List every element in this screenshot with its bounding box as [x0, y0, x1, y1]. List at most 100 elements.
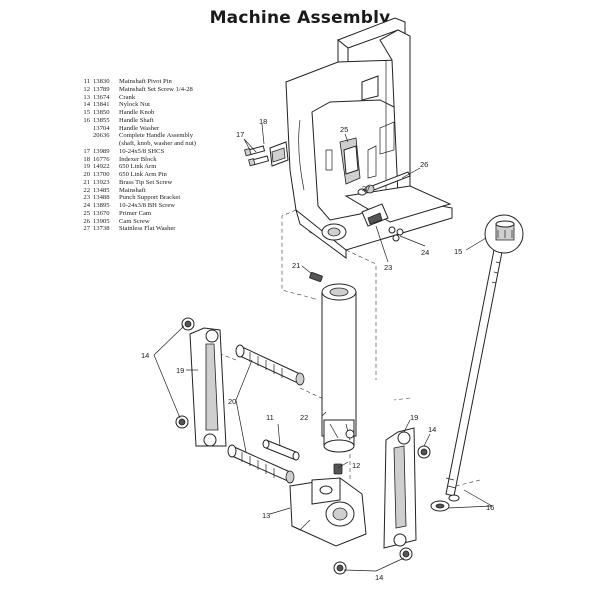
part-number-index: 25 [83, 209, 90, 217]
part-description: Handle Knob [119, 109, 155, 116]
part-number-index: 21 [83, 178, 90, 186]
part-catalog-number: 14922 [93, 163, 110, 171]
part-catalog-number: 13830 [93, 78, 110, 85]
part-description: Mainshaft [119, 186, 146, 194]
part-catalog-number: 13923 [93, 178, 110, 186]
callout-27: 27 [362, 184, 370, 193]
callout-16: 16 [486, 503, 494, 512]
part-number-index: 16 [83, 116, 90, 124]
part-description: Stainless Flat Washer [119, 225, 176, 233]
part-number-index: 27 [83, 225, 90, 233]
part-number-index: 22 [83, 186, 90, 194]
mainshaft-pivot-pin [262, 439, 300, 461]
callout-26: 26 [420, 160, 428, 169]
mainshaft [321, 283, 357, 453]
stainless-flat-washer [357, 188, 367, 196]
mainshaft-set-screw [333, 463, 343, 475]
handle-washer [430, 494, 460, 512]
part-number-index: 23 [83, 194, 90, 202]
leader-lines [153, 123, 493, 572]
parts-list-row: (shaft, knob, washer and nut) [78, 140, 219, 148]
part-catalog-number: 13855 [93, 116, 110, 124]
primer-cam [339, 137, 361, 185]
part-catalog-number: 13738 [93, 225, 110, 233]
link-arm-pin-upper [235, 344, 305, 386]
callout-23: 23 [384, 263, 392, 272]
punch-support-bracket [361, 203, 389, 227]
part-description: Crank [119, 93, 136, 101]
part-catalog-number: 13670 [93, 209, 110, 217]
part-number-index: 19 [83, 163, 90, 171]
part-catalog-number: 13485 [93, 186, 110, 194]
part-catalog-number: 13989 [93, 147, 110, 155]
part-number-index: 20 [83, 171, 90, 178]
crank [289, 477, 367, 547]
link-arm-left [189, 327, 227, 447]
callout-20: 20 [228, 397, 236, 406]
part-description: 10-24x5/8 SHCS [119, 147, 165, 155]
diagram-title: Machine Assembly [209, 8, 391, 28]
part-catalog-number: 13704 [93, 124, 110, 132]
part-number-index: 13 [83, 93, 90, 101]
callout-14-right: 14 [428, 425, 436, 434]
part-description: Mainshaft Pivot Pin [119, 78, 172, 85]
callout-19-left: 19 [176, 366, 184, 375]
part-description: Brass Tip Set Screw [119, 178, 173, 186]
part-catalog-number: 13674 [93, 93, 110, 101]
callout-18: 18 [259, 117, 267, 126]
indexer-block [269, 141, 289, 167]
part-catalog-number: 13700 [93, 171, 110, 178]
callout-14-left: 14 [141, 351, 149, 360]
part-description: Complete Handle Assembly [119, 132, 193, 140]
handle-shaft [445, 249, 503, 497]
callout-25: 25 [340, 125, 348, 134]
shcs-screws [244, 145, 270, 167]
callout-11: 11 [266, 413, 274, 422]
callout-15: 15 [454, 247, 462, 256]
callout-13: 13 [262, 511, 270, 520]
cam-screw [365, 171, 411, 194]
part-catalog-number: 13841 [93, 101, 110, 109]
part-catalog-number: 13850 [93, 109, 110, 116]
link-arm-right [383, 427, 417, 549]
brass-tip-set-screw [309, 272, 323, 282]
callout-22: 22 [300, 413, 308, 422]
part-description: Punch Support Bracket [119, 194, 181, 202]
callout-12: 12 [352, 461, 360, 470]
part-number-index: 26 [83, 217, 90, 225]
handle-knob [484, 214, 524, 254]
part-number-index: 14 [83, 101, 90, 109]
part-number-index: 18 [83, 155, 90, 163]
callout-labels: 18 17 25 26 27 24 23 15 21 14 19 20 11 2… [141, 117, 494, 582]
part-description: Mainshaft Set Screw 1/4-28 [119, 85, 193, 93]
part-catalog-number: 13488 [93, 194, 110, 202]
part-description: Cam Screw [119, 217, 150, 225]
parts-list-row: 13704 Handle Washer [78, 125, 219, 133]
part-description: Indexer Block [119, 155, 157, 163]
callout-24: 24 [421, 248, 429, 257]
part-description: 650 Link Arm Pin [119, 171, 167, 178]
callout-21: 21 [292, 261, 300, 270]
part-number-index: 12 [83, 85, 90, 93]
link-arm-pin-lower [227, 444, 295, 484]
part-description: Handle Washer [119, 124, 160, 132]
part-catalog-number: 13905 [93, 217, 110, 225]
part-description: Nylock Nut [119, 101, 150, 109]
